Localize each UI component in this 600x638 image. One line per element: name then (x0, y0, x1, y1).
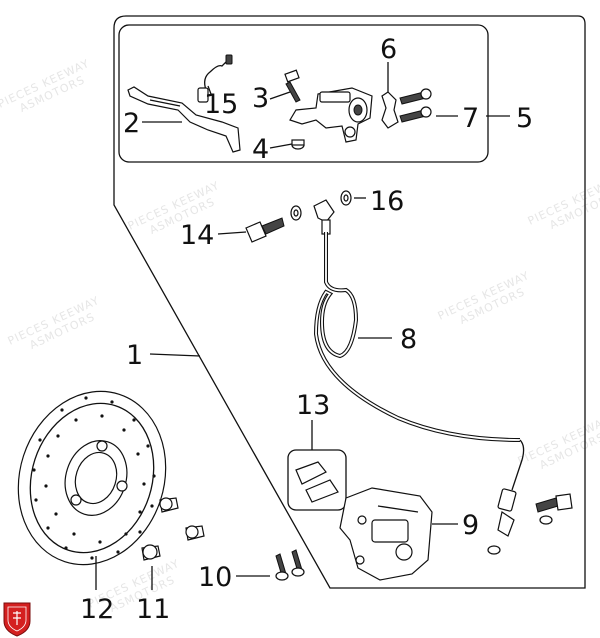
brake-pads-part (287, 449, 347, 511)
reservoir-bolt-part (284, 69, 301, 103)
leader-lines (95, 62, 510, 590)
brake-hose-part (313, 232, 521, 442)
brake-caliper-part (339, 487, 433, 581)
callout-4: 4 (252, 134, 269, 165)
callout-3: 3 (252, 83, 269, 114)
callout-12: 12 (80, 594, 114, 625)
brake-disc-part (17, 390, 167, 566)
callout-8: 8 (400, 324, 417, 355)
callout-6: 6 (380, 34, 397, 65)
caliper-bolts-part (275, 549, 305, 581)
callout-5: 5 (516, 103, 533, 134)
master-cylinder-body (289, 87, 373, 143)
brake-switch-wire-part (197, 54, 233, 103)
disc-vent-holes (32, 396, 156, 560)
callout-10: 10 (198, 562, 232, 593)
nut-part (291, 139, 305, 150)
callout-16: 16 (370, 186, 404, 217)
callout-1: 1 (126, 340, 143, 371)
clamp-bolts-part (399, 88, 432, 123)
callout-labels: 2 3 4 15 6 7 5 16 14 8 1 13 9 10 11 12 (80, 34, 533, 625)
callout-15: 15 (204, 89, 238, 120)
clamp-part (381, 91, 399, 129)
hose-upper-fitting (313, 199, 335, 235)
assembly-frame (113, 15, 586, 589)
callout-13: 13 (296, 390, 330, 421)
hose-lower-fitting (487, 439, 573, 555)
banjo-bolt-part (245, 217, 285, 243)
callout-11: 11 (136, 594, 170, 625)
disc-screws-part (141, 497, 205, 561)
sealing-washers-top (290, 190, 352, 221)
callout-9: 9 (462, 510, 479, 541)
shield-logo-icon (3, 602, 31, 637)
callout-7: 7 (462, 103, 479, 134)
master-cylinder-group-box (118, 24, 489, 163)
callout-2: 2 (123, 108, 140, 139)
brake-lever-part (127, 86, 241, 153)
callout-14: 14 (180, 220, 214, 251)
